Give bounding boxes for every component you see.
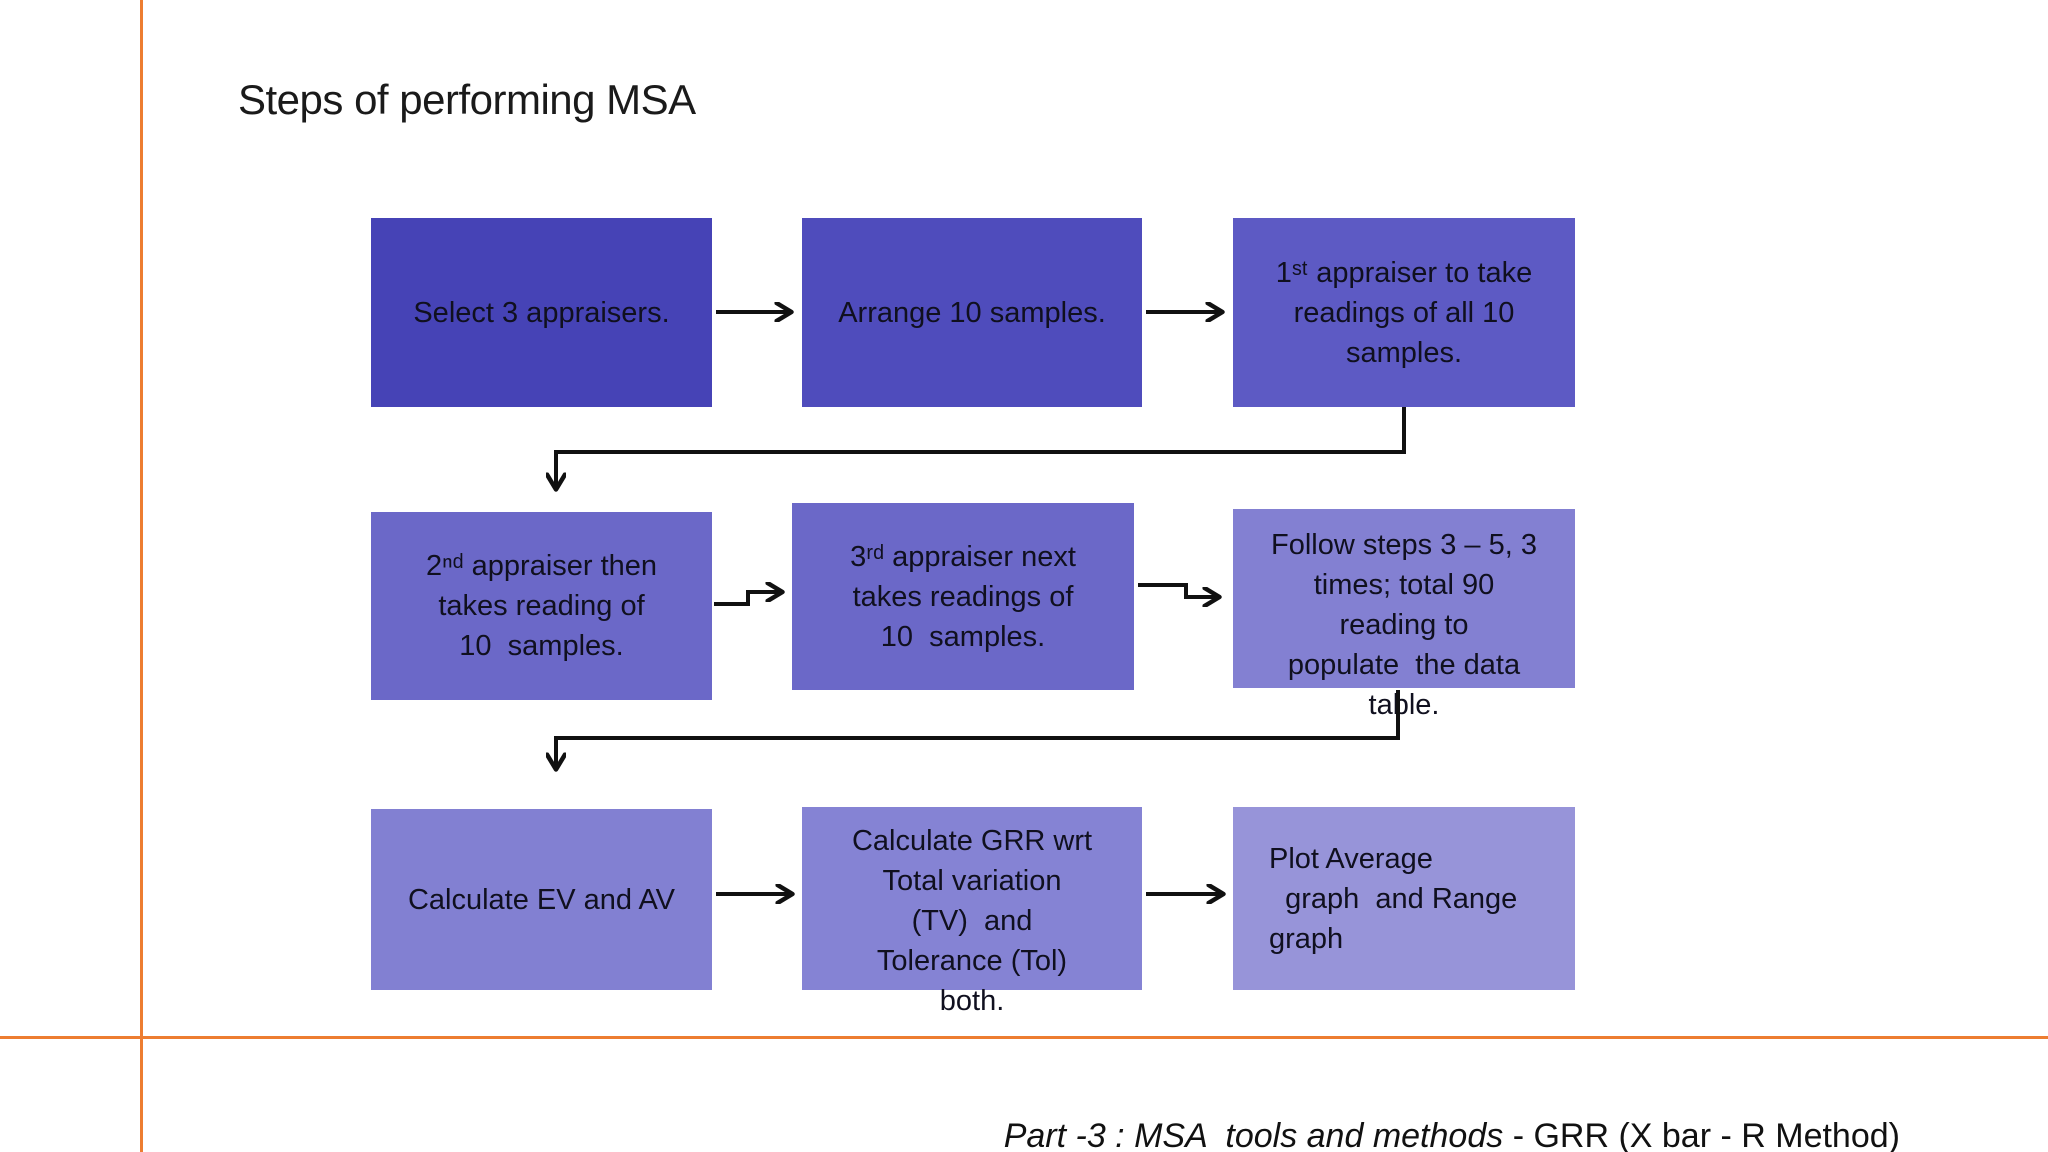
horizontal-accent-rule [0,1036,2048,1039]
flow-box-calculate-grr: Calculate GRR wrt Total variation (TV) a… [802,807,1142,1017]
arrow-box5-box6 [1138,583,1218,597]
flow-box-first-appraiser: 1ˢᵗ appraiser to take readings of all 10… [1233,218,1575,407]
flow-box-select-appraisers: Select 3 appraisers. [371,218,712,407]
arrow-box4-box5 [714,592,781,606]
flow-box-second-appraiser: 2ⁿᵈ appraiser then takes reading of 10 s… [371,512,712,700]
vertical-accent-rule [140,0,143,1152]
page-title: Steps of performing MSA [238,76,696,123]
caption-italic-part: Part -3 : MSA tools and methods [1003,1117,1513,1152]
elbow-box3-box4 [556,407,1406,488]
slide-footer-caption: Part -3 : MSA tools and methods - GRR (X… [966,1078,1900,1152]
caption-regular-part: - GRR (X bar - R Method) [1512,1117,1900,1152]
flow-box-calculate-ev-av: Calculate EV and AV [371,809,712,990]
flow-box-arrange-samples: Arrange 10 samples. [802,218,1142,407]
flow-box-follow-steps: Follow steps 3 – 5, 3 times; total 90 re… [1233,509,1575,721]
flow-box-plot-graphs: Plot Average graph and Range graph [1233,807,1575,990]
flow-box-third-appraiser: 3ʳᵈ appraiser next takes readings of 10 … [792,503,1134,690]
